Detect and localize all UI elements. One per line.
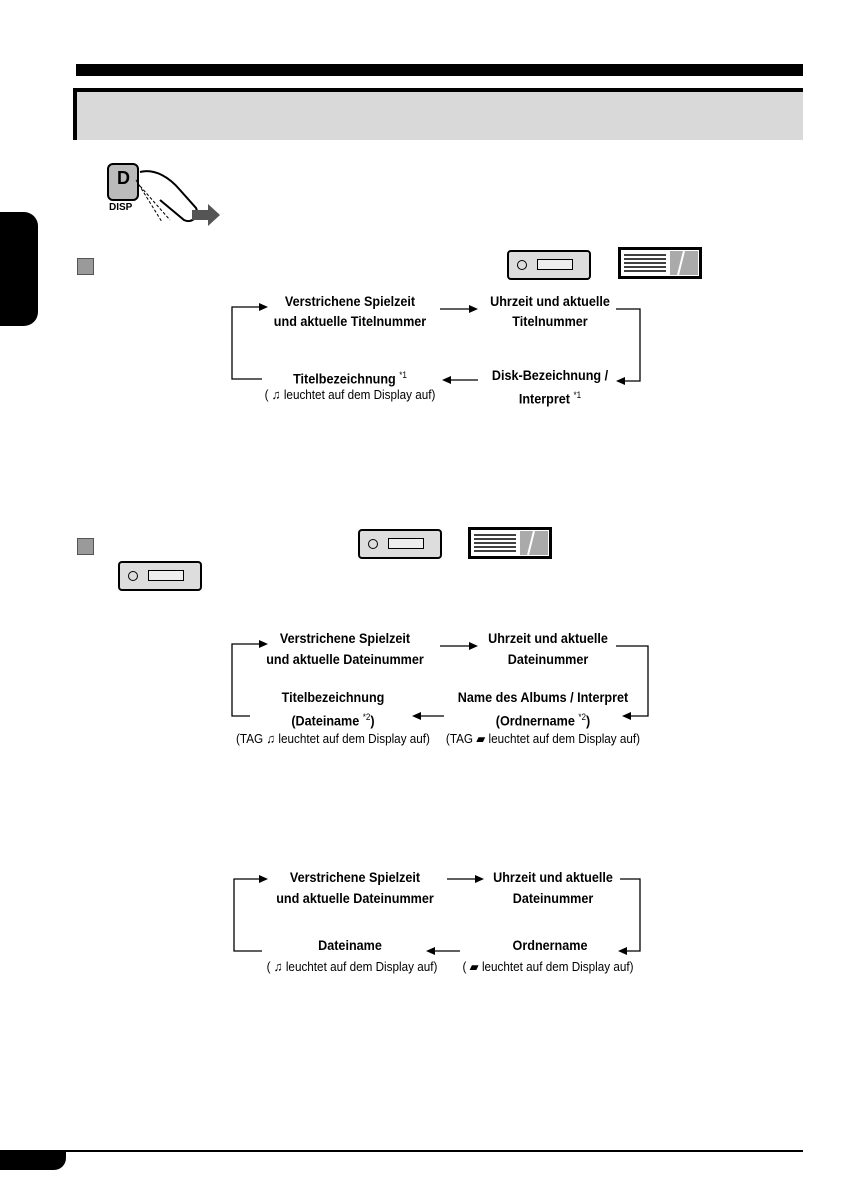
d1-bottom-right-2: Interpret *1: [518, 390, 582, 407]
display-type-b-icon-2: [468, 527, 552, 559]
display-type-a-icon-2: [358, 529, 442, 559]
bottom-rule: [0, 1150, 803, 1152]
d3-top-left-1: Verstrichene Spielzeit: [289, 869, 421, 885]
d2-top-right-1: Uhrzeit und aktuelle: [488, 630, 608, 646]
music-note-icon: ♫: [273, 959, 283, 974]
section-header-band: [73, 88, 803, 140]
d2-bottom-right-note: (TAG ▰ leuchtet auf dem Display auf): [445, 731, 641, 746]
d2-top-left-1: Verstrichene Spielzeit: [279, 630, 411, 646]
top-rule: [76, 64, 803, 76]
side-language-tab: [0, 212, 38, 326]
d1-bottom-left-note: ( ♫ leuchtet auf dem Display auf): [264, 387, 436, 402]
folder-icon: ▰: [469, 959, 479, 974]
d3-top-left-2: und aktuelle Dateinummer: [276, 890, 434, 906]
d3-bottom-right-1: Ordnername: [512, 937, 588, 953]
finger-press-icon: [107, 163, 220, 226]
d2-bottom-right-1: Name des Albums / Interpret: [457, 689, 629, 705]
d1-bottom-right-1: Disk-Bezeichnung /: [491, 367, 609, 383]
display-type-a-icon: [507, 250, 591, 280]
d3-top-right-2: Dateinummer: [512, 890, 594, 906]
d1-top-left-1: Verstrichene Spielzeit: [284, 293, 416, 309]
section-marker-1: [77, 258, 94, 275]
disp-key-letter: D: [117, 168, 130, 188]
page-number-tab: [0, 1150, 66, 1170]
d2-bottom-left-2: (Dateiname *2): [291, 712, 375, 729]
d1-bottom-left-1: Titelbezeichnung *1: [293, 370, 407, 387]
display-type-b-icon: [618, 247, 702, 279]
disp-button-illustration: D DISP: [100, 160, 230, 230]
d2-bottom-left-note: (TAG ♫ leuchtet auf dem Display auf): [236, 731, 430, 746]
d2-top-right-2: Dateinummer: [507, 651, 589, 667]
d3-bottom-right-note: ( ▰ leuchtet auf dem Display auf): [462, 959, 634, 974]
display-type-a-icon-3: [118, 561, 202, 591]
music-note-icon: ♫: [271, 387, 281, 402]
d2-bottom-left-1: Titelbezeichnung: [281, 689, 385, 705]
disp-key-label: DISP: [109, 202, 133, 213]
d3-bottom-left-note: ( ♫ leuchtet auf dem Display auf): [266, 959, 438, 974]
music-note-icon: ♫: [266, 731, 276, 746]
section-marker-2: [77, 538, 94, 555]
d1-top-right-1: Uhrzeit und aktuelle: [490, 293, 610, 309]
d1-top-left-2: und aktuelle Titelnummer: [273, 313, 427, 329]
d2-bottom-right-2: (Ordnername *2): [495, 712, 591, 729]
d1-top-right-2: Titelnummer: [512, 313, 588, 329]
folder-icon: ▰: [476, 731, 486, 746]
d3-bottom-left-1: Dateiname: [318, 937, 382, 953]
d3-top-right-1: Uhrzeit und aktuelle: [493, 869, 613, 885]
d2-top-left-2: und aktuelle Dateinummer: [266, 651, 424, 667]
